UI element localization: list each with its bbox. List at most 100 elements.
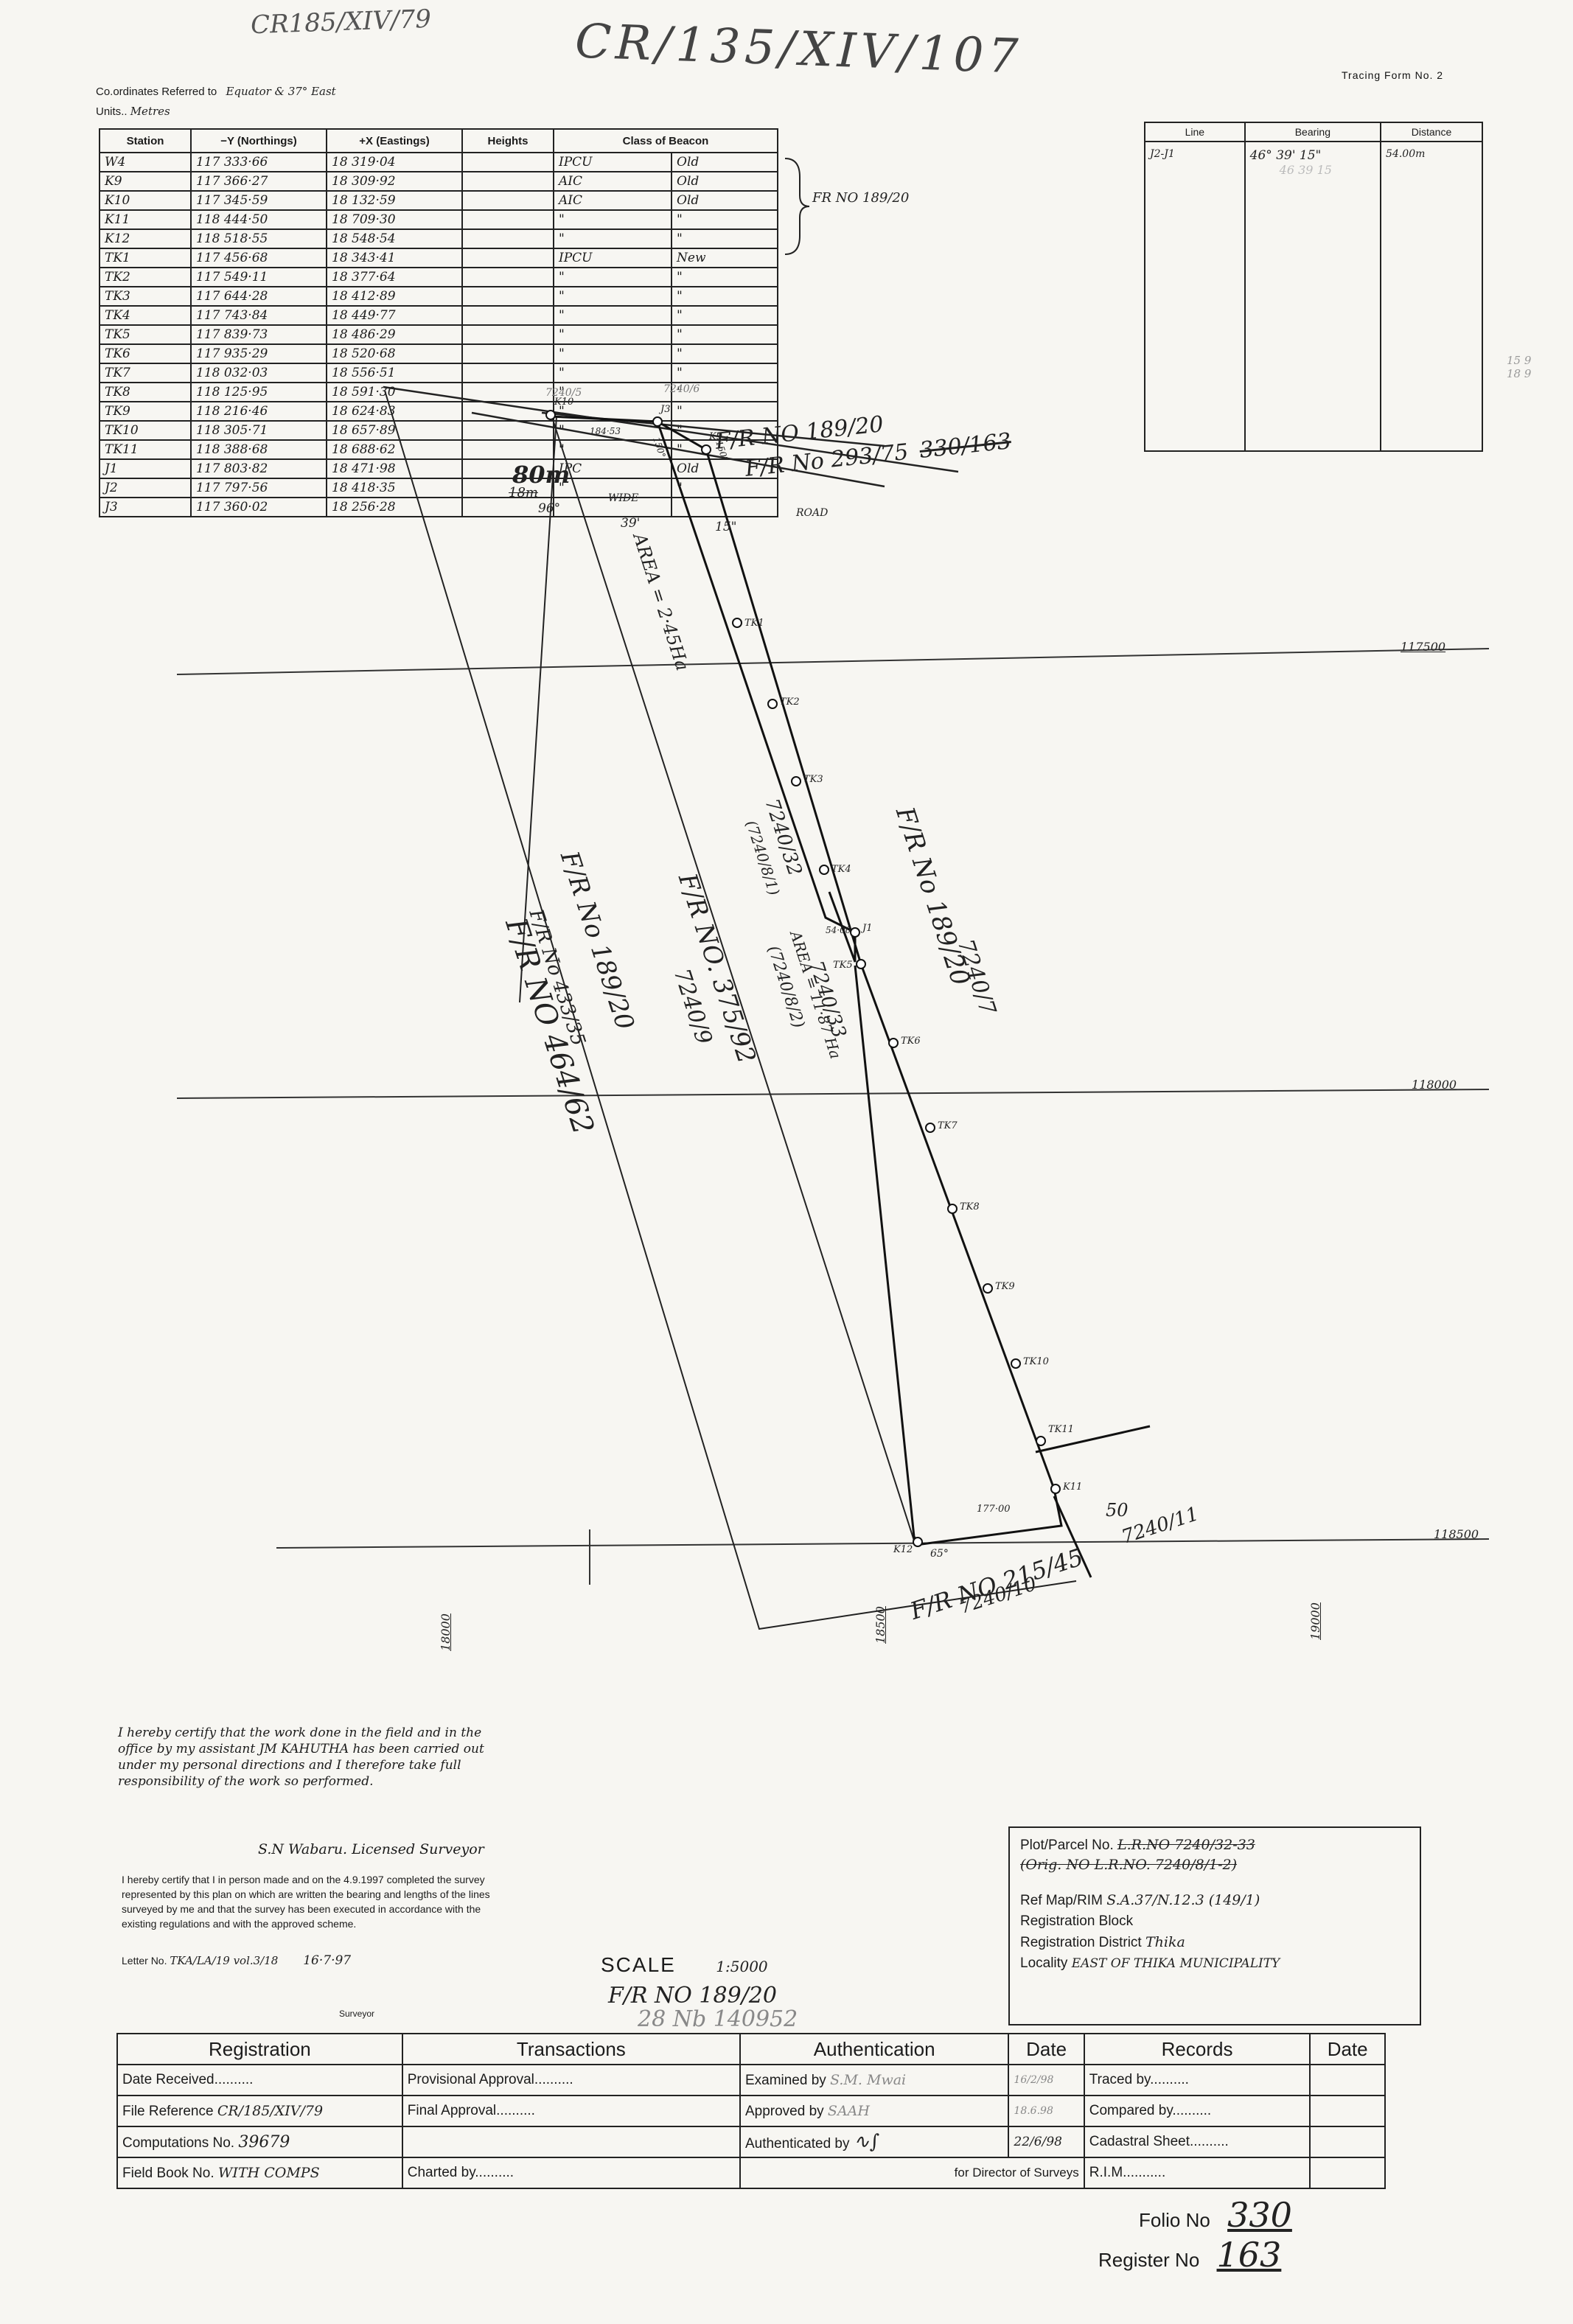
height-cell (461, 324, 554, 345)
station-cell: W4 (99, 152, 192, 172)
angle-39: 39' (621, 516, 641, 531)
label-tk10: TK10 (1023, 1356, 1049, 1367)
station-tk9 (983, 1283, 993, 1294)
station-tk6 (888, 1038, 899, 1048)
field-book: Field Book No. WITH COMPS (116, 2157, 403, 2189)
beacon-class-cell: IPCU (552, 152, 673, 172)
station-cell: K12 (99, 228, 192, 249)
bracket-note: FR NO 189/20 (812, 190, 910, 206)
header-registration: Registration (116, 2033, 403, 2065)
beacon-status-cell: " (671, 267, 778, 287)
easting-cell: 18 471·98 (326, 458, 463, 479)
station-cell: TK2 (99, 267, 192, 287)
northing-cell: 117 803·82 (190, 458, 327, 479)
beacon-class-cell: " (552, 382, 673, 402)
tracing-form-label: Tracing Form No. 2 (1342, 69, 1444, 81)
beacon-class-cell: " (552, 363, 673, 383)
northing-cell: 118 388·68 (190, 439, 327, 460)
beacon-class-cell: IPC (552, 458, 673, 479)
station-cell: TK11 (99, 439, 192, 460)
computations: Computations No. 39679 (116, 2126, 403, 2158)
label-k9: K9 (709, 431, 722, 442)
final-label: Final Approval (407, 2103, 497, 2118)
label-k12: K12 (893, 1544, 913, 1555)
station-tk1 (732, 618, 742, 628)
northing-cell: 117 360·02 (190, 497, 327, 517)
locality-row: Locality EAST OF THIKA MUNICIPALITY (1020, 1955, 1409, 1972)
easting-cell: 18 449·77 (326, 305, 463, 326)
station-cell: TK5 (99, 324, 192, 345)
ref-label: Ref Map/RIM (1020, 1893, 1103, 1908)
station-cell: K10 (99, 190, 192, 211)
charted-by: Charted by.......... (401, 2157, 741, 2189)
beacon-status-cell: Old (671, 152, 778, 172)
scale-plan-no: 28 Nb 140952 (638, 2006, 798, 2032)
beacon-class-cell: " (552, 209, 673, 230)
line-table: Line Bearing Distance J2-J1 46° 39' 15" … (1144, 122, 1483, 452)
bearing-faint: 46 39 15 (1279, 163, 1332, 177)
beacon-status-cell: " (671, 382, 778, 402)
beacon-status-cell: New (671, 248, 778, 268)
height-cell (461, 478, 554, 498)
scale-value: 1:5000 (716, 1958, 768, 1975)
station-cell: J2 (99, 478, 192, 498)
register-value: 163 (1216, 2235, 1282, 2275)
northing-cell: 117 797·56 (190, 478, 327, 498)
beacon-class-cell: " (552, 228, 673, 249)
label-j1: J1 (862, 923, 873, 934)
col-heights: Heights (461, 128, 554, 153)
approved-by: Approved by SAAH (739, 2095, 1010, 2127)
district-row: Registration District Thika (1020, 1934, 1409, 1951)
station-tk7 (925, 1123, 935, 1133)
station-tk11 (1036, 1436, 1046, 1446)
height-cell (461, 382, 554, 402)
dist-50: 50 (1106, 1500, 1129, 1521)
label-k10: K10 (554, 397, 574, 408)
approved-label: Approved by (744, 2103, 824, 2119)
traced-label: Traced by (1089, 2072, 1151, 2087)
label-tk8: TK8 (960, 1201, 980, 1212)
rim-date (1309, 2157, 1386, 2189)
charted-label: Charted by (407, 2165, 475, 2180)
frontage (550, 415, 658, 423)
easting-cell: 18 548·54 (326, 228, 463, 249)
auth-date: 22/6/98 (1008, 2126, 1085, 2158)
coords-referred-label: Co.ordinates Referred to (96, 86, 217, 98)
beacon-class-cell: " (552, 267, 673, 287)
beacon-class-cell: IPCU (552, 248, 673, 268)
letter-value: TKA/LA/19 vol.3/18 (170, 1954, 279, 1967)
grid-label-18000: 18000 (439, 1613, 453, 1651)
height-cell (461, 497, 554, 517)
scale-fr-line: F/R NO 189/20 (608, 1983, 777, 2009)
coordinates-table: Station −Y (Northings) +X (Eastings) Hei… (99, 128, 778, 517)
beacon-class-cell: " (552, 305, 673, 326)
transactions-blank (401, 2126, 741, 2158)
northing-cell: 118 305·71 (190, 420, 327, 441)
parcel-375-left (550, 412, 915, 1541)
road-label: ROAD (796, 507, 829, 519)
station-cell: TK6 (99, 343, 192, 364)
ref-value: S.A.37/N.12.3 (149/1) (1106, 1892, 1260, 1908)
station-cell: TK9 (99, 401, 192, 422)
bearing-value: 46° 39' 15" (1249, 148, 1322, 163)
beacon-status-cell: Old (671, 190, 778, 211)
beacon-status-cell: " (671, 343, 778, 364)
rim-label: R.I.M. (1089, 2165, 1127, 2180)
letter-line: Letter No. TKA/LA/19 vol.3/18 16·7·97 (122, 1953, 351, 1968)
signature: ∿∫ (853, 2131, 880, 2153)
plot-row: Plot/Parcel No. L.R.NO 7240/32-33 (1020, 1837, 1409, 1854)
traced-date (1309, 2064, 1386, 2096)
line-row: J2-J1 46° 39' 15" 46 39 15 54.00m (1144, 141, 1483, 452)
approved-date: 18.6.98 (1008, 2095, 1085, 2127)
auth-label: Authenticated by (744, 2136, 850, 2152)
wide-label: WIDE (608, 492, 639, 504)
registration-header-row: Registration Transactions Authentication… (116, 2033, 1386, 2065)
locality-value: EAST OF THIKA MUNICIPALITY (1071, 1956, 1280, 1971)
col-class-of-beacon: Class of Beacon (553, 128, 778, 153)
